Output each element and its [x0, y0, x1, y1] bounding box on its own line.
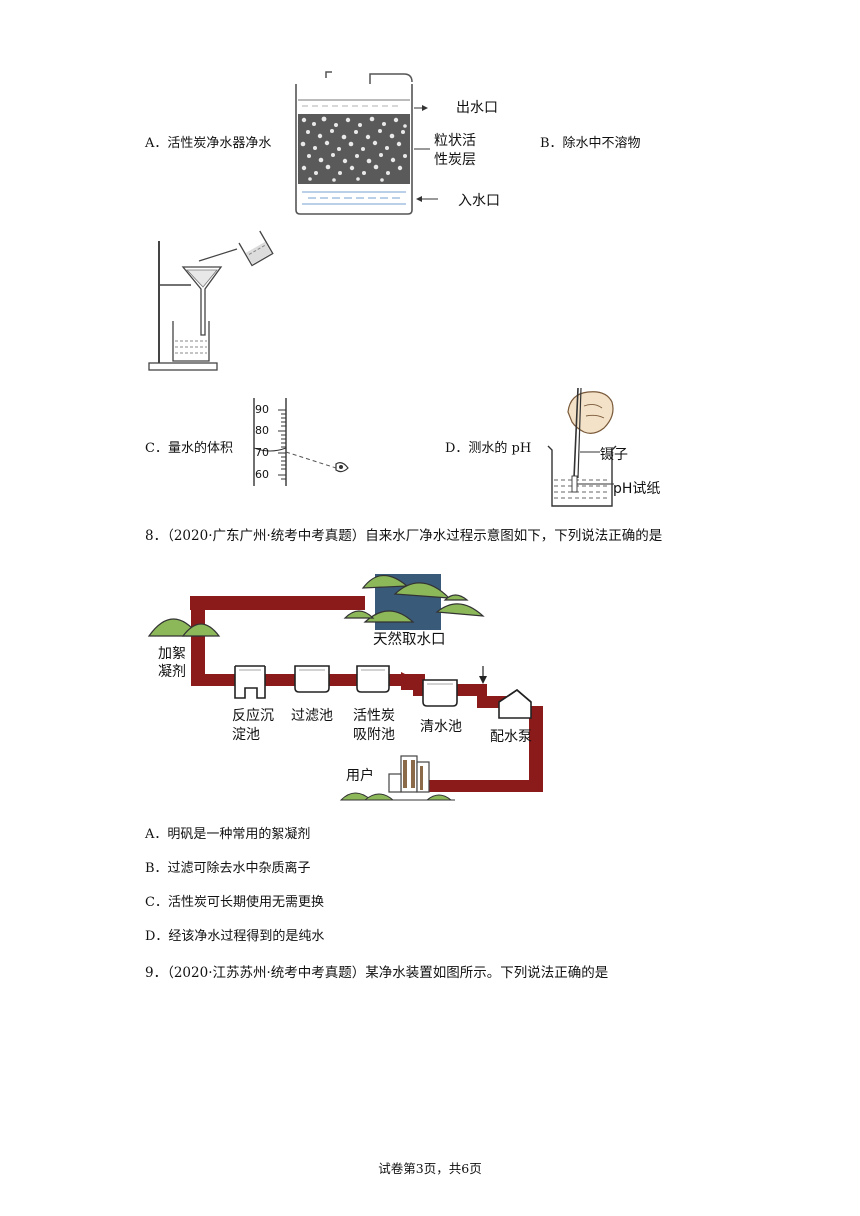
filter-tank-label: 过滤池: [291, 708, 333, 724]
user-label: 用户: [346, 768, 374, 784]
tick-70: 70: [255, 446, 269, 459]
question-8-stem: 8．（2020·广东广州·统考中考真题）自来水厂净水过程示意图如下，下列说法正确…: [145, 528, 663, 544]
tweezers-label: 镊子: [600, 447, 628, 463]
tick-80: 80: [255, 424, 269, 437]
water-plant-diagram: [147, 574, 543, 801]
q8-option-d: D．经该净水过程得到的是纯水: [145, 929, 325, 944]
q8-option-c: C．活性炭可长期使用无需更换: [145, 895, 324, 910]
reaction-tank-label-2: 淀池: [232, 727, 260, 743]
inlet-label: 入水口: [458, 193, 500, 209]
q8-option-a: A．明矾是一种常用的絮凝剂: [145, 827, 311, 842]
measuring-cylinder-diagram: [253, 398, 349, 486]
ph-test-diagram: [547, 387, 617, 507]
carbon-layer-label-2: 性炭层: [434, 152, 476, 168]
option-a-text: A．活性炭净水器净水: [145, 136, 272, 151]
pump-label: 配水泵: [490, 729, 532, 745]
carbon-tank-label-1: 活性炭: [353, 708, 395, 724]
filtration-apparatus-diagram: [148, 230, 274, 371]
option-b-text: B．除水中不溶物: [540, 136, 641, 151]
outlet-label: 出水口: [456, 100, 498, 116]
page-footer: 试卷第3页，共6页: [378, 1161, 482, 1176]
carbon-layer-label-1: 粒状活: [434, 133, 476, 149]
reaction-tank-label-1: 反应沉: [232, 708, 274, 724]
carbon-tank-label-2: 吸附池: [353, 727, 395, 743]
carbon-purifier-diagram: [295, 71, 438, 215]
option-d-text: D．测水的 pH: [445, 441, 532, 456]
clear-tank-label: 清水池: [420, 719, 462, 735]
tick-90: 90: [255, 403, 269, 416]
q8-option-b: B．过滤可除去水中杂质离子: [145, 861, 311, 876]
ph-paper-label: pH试纸: [613, 481, 661, 497]
question-9-stem: 9．（2020·江苏苏州·统考中考真题）某净水装置如图所示。下列说法正确的是: [145, 965, 609, 981]
coagulant-label-2: 凝剂: [158, 664, 186, 680]
option-c-text: C．量水的体积: [145, 441, 233, 456]
coagulant-label-1: 加絮: [158, 646, 186, 662]
tick-60: 60: [255, 468, 269, 481]
intake-label: 天然取水口: [373, 632, 446, 648]
